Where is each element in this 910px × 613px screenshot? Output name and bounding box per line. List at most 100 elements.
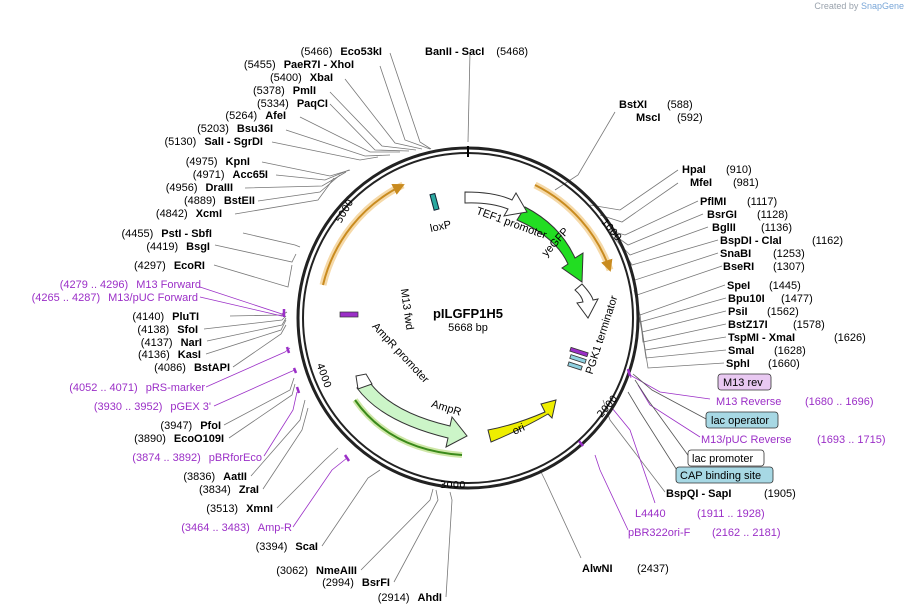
feature-cap-binding-site: CAP binding site xyxy=(680,470,761,482)
feature-l4440: L4440(1911 .. 1928) xyxy=(635,508,765,520)
enzyme-labels-left: (5466)Eco53kI (5455)PaeR7I - XhoI (5400)… xyxy=(121,46,442,604)
enzyme-bstapi: (4086)BstAPI xyxy=(154,362,230,374)
feature-markers xyxy=(282,309,632,462)
lac-region-marks xyxy=(567,346,589,371)
enzyme-ecori: (4297)EcoRI xyxy=(134,260,205,272)
enzyme-xmni: (3513)XmnI xyxy=(206,503,273,515)
loxp-marker xyxy=(429,192,440,211)
enzyme-mfei: MfeI(981) xyxy=(690,177,759,189)
enzyme-eco53ki: (5466)Eco53kI xyxy=(301,46,382,58)
enzyme-xcmi: (4842)XcmI xyxy=(156,208,222,220)
orange-arc-left xyxy=(319,181,405,286)
enzyme-bstz17i: BstZ17I(1578) xyxy=(728,319,825,331)
enzyme-labels-right: BstXI(588) MscI(592) HpaI(910) MfeI(981)… xyxy=(582,99,866,575)
enzyme-kasi: (4136)KasI xyxy=(138,349,201,361)
enzyme-pmli: (5378)PmlI xyxy=(253,85,316,97)
enzyme-aatii: (3836)AatII xyxy=(183,471,247,483)
lac-promoter-box xyxy=(687,449,765,467)
feature-labels-right: M13 rev M13 Reverse(1680 .. 1696) lac op… xyxy=(628,373,886,539)
snapgene-brand: SnapGene xyxy=(860,1,904,11)
feature-m13-reverse: M13 Reverse(1680 .. 1696) xyxy=(716,396,874,408)
ampr-promoter-arc-line xyxy=(354,399,463,456)
label-ampr-promoter: AmpR promoter xyxy=(369,321,431,386)
enzyme-acc65i: (4971)Acc65I xyxy=(193,169,268,181)
inner-feature-labels: loxP TEF1 promoter yeGFP PGK1 terminator… xyxy=(369,205,620,437)
enzyme-bsrgi: BsrGI(1128) xyxy=(707,209,788,221)
enzyme-pfoi: (3947)PfoI xyxy=(160,420,221,432)
feature-pbrforeco: (3874 .. 3892)pBRforEco xyxy=(132,452,262,464)
tef1-promoter-arrow xyxy=(464,191,528,217)
enzyme-afei: (5264)AfeI xyxy=(225,110,286,122)
enzyme-banii-saci: BanII - SacI(5468) xyxy=(425,46,528,58)
tick-3000: 3000 xyxy=(440,480,465,491)
enzyme-nari: (4137)NarI xyxy=(141,337,202,349)
feature-pbr322ori-f: pBR322ori-F(2162 .. 2181) xyxy=(628,527,781,539)
feature-labels-left: (4279 .. 4296)M13 Forward (4265 .. 4287)… xyxy=(32,279,292,534)
m13-rev-box xyxy=(717,373,772,391)
snapgene-credit: Created by SnapGene xyxy=(814,1,904,11)
enzyme-kpni: (4975)KpnI xyxy=(186,156,250,168)
label-ampr: AmpR xyxy=(430,398,463,418)
ori-arrow xyxy=(487,399,557,443)
ampr-promoter-arrow xyxy=(355,373,373,390)
enzyme-bstxi: BstXI(588) xyxy=(619,99,693,111)
label-m13-fwd: M13 fwd xyxy=(398,288,416,331)
feature-m13-rev: M13 rev xyxy=(723,377,763,389)
snapgene-logo: SnapGene xyxy=(861,1,904,11)
ampr-arrow xyxy=(356,379,468,448)
enzyme-bsgi: (4419)BsgI xyxy=(146,241,210,253)
feature-m13-forward: (4279 .. 4296)M13 Forward xyxy=(60,279,201,291)
enzyme-scai: (3394)ScaI xyxy=(256,541,318,553)
orange-arc-left-line xyxy=(322,184,405,286)
feature-m13-puc-reverse: M13/pUC Reverse(1693 .. 1715) xyxy=(701,434,886,446)
enzyme-paer7i-xhoi: (5455)PaeR7I - XhoI xyxy=(244,59,354,71)
enzyme-bspqi-sapi: BspQI - SapI(1905) xyxy=(666,488,796,500)
enzyme-bsu36i: (5203)Bsu36I xyxy=(197,123,273,135)
enzyme-bpu10i: Bpu10I(1477) xyxy=(728,293,813,305)
enzyme-msci: MscI(592) xyxy=(636,112,703,124)
plasmid-length: 5668 bp xyxy=(448,322,488,334)
label-ori: ori xyxy=(511,422,527,438)
enzyme-pluti: (4140)PluTI xyxy=(132,311,199,323)
label-loxp: loxP xyxy=(429,219,452,235)
enzyme-bsrfi: (2994)BsrFI xyxy=(322,577,390,589)
enzyme-sfoi: (4138)SfoI xyxy=(137,324,198,336)
feature-m13-puc-forward: (4265 .. 4287)M13/pUC Forward xyxy=(32,292,198,304)
enzyme-alwni: AlwNI(2437) xyxy=(582,563,669,575)
orange-arc-right-line xyxy=(534,184,613,272)
m13-fwd-marker xyxy=(339,311,359,318)
enzyme-tspmi-xmai: TspMI - XmaI(1626) xyxy=(728,332,866,344)
enzyme-psti-sbfi: (4455)PstI - SbfI xyxy=(121,228,212,240)
enzyme-bspdi-clai: BspDI - ClaI(1162) xyxy=(720,235,843,247)
feature-lac-promoter: lac promoter xyxy=(692,453,753,465)
leader-lines xyxy=(203,51,727,598)
enzyme-bglii: BglII(1136) xyxy=(712,222,792,234)
enzyme-psii: PsiI(1562) xyxy=(728,306,799,318)
enzyme-xbai: (5400)XbaI xyxy=(270,72,333,84)
enzyme-draiii: (4956)DraIII xyxy=(166,182,233,194)
feature-box-leaders xyxy=(627,373,709,476)
enzyme-nmeaiii: (3062)NmeAIII xyxy=(276,565,357,577)
enzyme-bseri: BseRI(1307) xyxy=(723,261,805,273)
enzyme-bsteii: (4889)BstEII xyxy=(184,195,255,207)
enzyme-sphi: SphI(1660) xyxy=(726,358,800,370)
credit-prefix: Created by xyxy=(814,1,859,11)
feature-lac-operator: lac operator xyxy=(711,415,769,427)
cap-binding-box xyxy=(675,466,774,484)
enzyme-ecoo109i: (3890)EcoO109I xyxy=(134,433,224,445)
enzyme-zrai: (3834)ZraI xyxy=(199,484,259,496)
enzyme-spei: SpeI(1445) xyxy=(727,280,801,292)
yegfp-arrow xyxy=(516,206,584,283)
enzyme-smai: SmaI(1628) xyxy=(728,345,806,357)
plasmid-name: pILGFP1H5 xyxy=(433,306,503,321)
feature-amp-r: (3464 .. 3483)Amp-R xyxy=(181,522,292,534)
feature-prs-marker: (4052 .. 4071)pRS-marker xyxy=(69,382,205,394)
enzyme-pflmi: PflMI(1117) xyxy=(700,196,777,208)
enzyme-paqci: (5334)PaqCI xyxy=(257,98,328,110)
enzyme-sali-sgrdi: (5130)SalI - SgrDI xyxy=(165,136,263,148)
enzyme-ahdi: (2914)AhdI xyxy=(378,592,442,604)
enzyme-snabi: SnaBI(1253) xyxy=(720,248,805,260)
enzyme-hpai: HpaI(910) xyxy=(682,164,752,176)
